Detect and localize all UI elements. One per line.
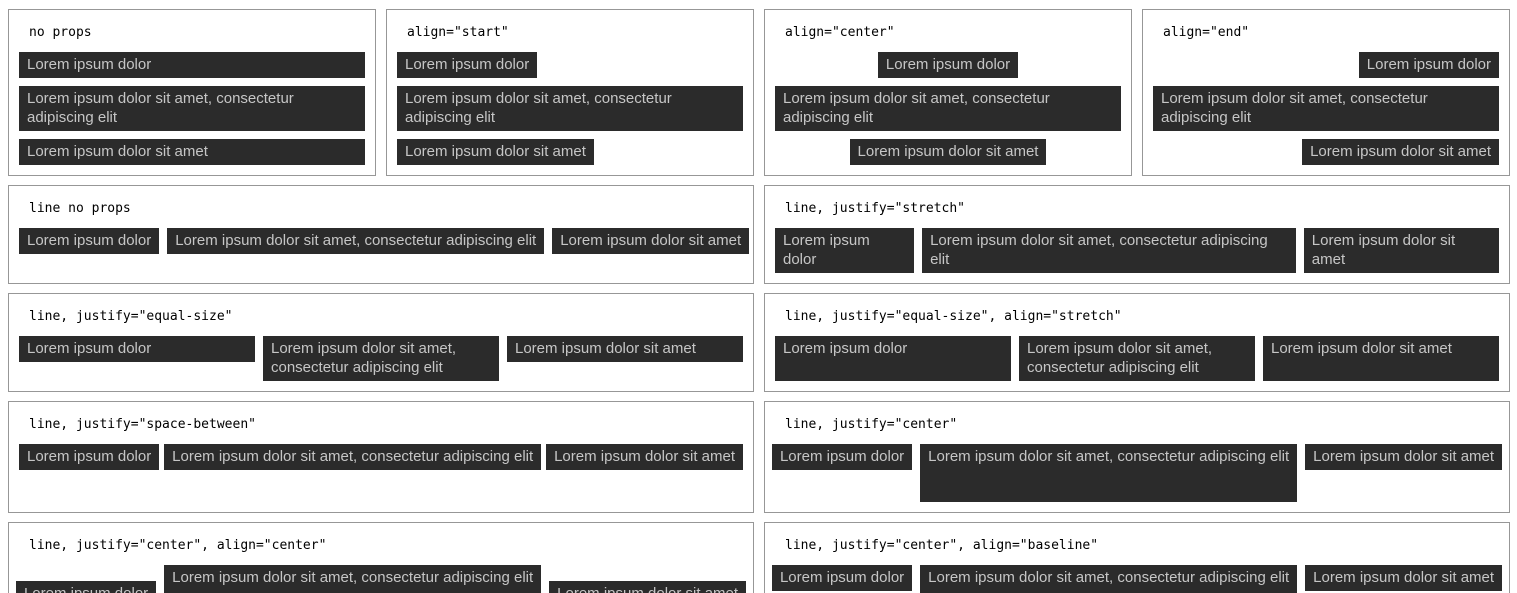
lorem-bar-short: Lorem ipsum dolor bbox=[877, 52, 1019, 78]
lorem-bar-medium: Lorem ipsum dolor sit amet bbox=[1263, 336, 1499, 381]
panel-title: line, justify="center", align="baseline" bbox=[785, 538, 1099, 553]
lorem-bar-short: Lorem ipsum dolor bbox=[771, 444, 913, 470]
stack-container: Lorem ipsum dolor Lorem ipsum dolor sit … bbox=[397, 52, 743, 165]
lorem-bar-long: Lorem ipsum dolor sit amet, consectetur … bbox=[775, 86, 1121, 131]
line-container: Lorem ipsum dolor Lorem ipsum dolor sit … bbox=[771, 444, 1503, 502]
lorem-bar-long: Lorem ipsum dolor sit amet, consectetur … bbox=[920, 565, 1298, 593]
line-container: Lorem ipsum dolor Lorem ipsum dolor sit … bbox=[775, 228, 1500, 273]
lorem-bar-long: Lorem ipsum dolor sit amet, consectetur … bbox=[164, 444, 542, 470]
panel-stack-align-center: align="center" Lorem ipsum dolor Lorem i… bbox=[764, 9, 1132, 176]
panel-stack-align-start: align="start" Lorem ipsum dolor Lorem ip… bbox=[386, 9, 754, 176]
lorem-bar-medium: Lorem ipsum dolor sit amet bbox=[1302, 139, 1499, 165]
lorem-bar-medium: Lorem ipsum dolor sit amet bbox=[552, 228, 750, 254]
lorem-bar-long: Lorem ipsum dolor sit amet, consectetur … bbox=[1019, 336, 1255, 381]
lorem-bar-long: Lorem ipsum dolor sit amet, consectetur … bbox=[263, 336, 499, 381]
panel-line-justify-stretch: line, justify="stretch" Lorem ipsum dolo… bbox=[764, 185, 1510, 284]
lorem-bar-medium: Lorem ipsum dolor sit amet bbox=[1305, 565, 1503, 591]
lorem-bar-medium: Lorem ipsum dolor sit amet bbox=[546, 444, 743, 470]
panel-title: line, justify="stretch" bbox=[785, 201, 966, 216]
panel-line-justify-equal-size: line, justify="equal-size" Lorem ipsum d… bbox=[8, 293, 754, 392]
panel-line-no-props: line no props Lorem ipsum dolor Lorem ip… bbox=[8, 185, 754, 284]
line-container: Lorem ipsum dolor Lorem ipsum dolor sit … bbox=[19, 444, 743, 470]
panel-line-justify-space-between: line, justify="space-between" Lorem ipsu… bbox=[8, 401, 754, 513]
lorem-bar-medium: Lorem ipsum dolor sit amet bbox=[507, 336, 743, 362]
line-container: Lorem ipsum dolor Lorem ipsum dolor sit … bbox=[775, 336, 1499, 381]
lorem-bar-long: Lorem ipsum dolor sit amet, consectetur … bbox=[19, 86, 365, 131]
line-demos-row-3: line, justify="space-between" Lorem ipsu… bbox=[8, 401, 1510, 513]
panel-title: line, justify="space-between" bbox=[29, 417, 256, 432]
panel-title: align="center" bbox=[785, 25, 895, 40]
lorem-bar-long: Lorem ipsum dolor sit amet, consectetur … bbox=[164, 565, 542, 593]
line-container: Lorem ipsum dolor Lorem ipsum dolor sit … bbox=[771, 565, 1503, 593]
panel-line-justify-center: line, justify="center" Lorem ipsum dolor… bbox=[764, 401, 1510, 513]
lorem-bar-medium: Lorem ipsum dolor sit amet bbox=[549, 581, 747, 593]
lorem-bar-long: Lorem ipsum dolor sit amet, consectetur … bbox=[922, 228, 1296, 273]
lorem-bar-long: Lorem ipsum dolor sit amet, consectetur … bbox=[167, 228, 545, 254]
stack-container: Lorem ipsum dolor Lorem ipsum dolor sit … bbox=[19, 52, 365, 165]
stack-container: Lorem ipsum dolor Lorem ipsum dolor sit … bbox=[1153, 52, 1499, 165]
line-demos-row-2: line, justify="equal-size" Lorem ipsum d… bbox=[8, 293, 1510, 392]
panel-stack-align-end: align="end" Lorem ipsum dolor Lorem ipsu… bbox=[1142, 9, 1510, 176]
lorem-bar-short: Lorem ipsum dolor bbox=[19, 52, 365, 78]
line-container: Lorem ipsum dolor Lorem ipsum dolor sit … bbox=[15, 565, 747, 593]
stack-container: Lorem ipsum dolor Lorem ipsum dolor sit … bbox=[775, 52, 1121, 165]
panel-stack-no-props: no props Lorem ipsum dolor Lorem ipsum d… bbox=[8, 9, 376, 176]
lorem-bar-short: Lorem ipsum dolor bbox=[19, 444, 160, 470]
panel-line-justify-center-align-center: line, justify="center", align="center" L… bbox=[8, 522, 754, 593]
panel-title: line, justify="equal-size", align="stret… bbox=[785, 309, 1122, 324]
panel-title: align="start" bbox=[407, 25, 509, 40]
lorem-bar-short: Lorem ipsum dolor bbox=[19, 228, 160, 254]
line-container: Lorem ipsum dolor Lorem ipsum dolor sit … bbox=[19, 228, 750, 254]
stack-demos-row: no props Lorem ipsum dolor Lorem ipsum d… bbox=[8, 9, 1510, 176]
panel-title: line, justify="equal-size" bbox=[29, 309, 233, 324]
panel-title: line no props bbox=[29, 201, 131, 216]
panel-title: line, justify="center" bbox=[785, 417, 958, 432]
lorem-bar-medium: Lorem ipsum dolor sit amet bbox=[849, 139, 1047, 165]
lorem-bar-medium: Lorem ipsum dolor sit amet bbox=[397, 139, 594, 165]
panel-line-justify-center-align-baseline: line, justify="center", align="baseline"… bbox=[764, 522, 1510, 593]
lorem-bar-long: Lorem ipsum dolor sit amet, consectetur … bbox=[920, 444, 1298, 502]
lorem-bar-short: Lorem ipsum dolor bbox=[15, 581, 157, 593]
lorem-bar-short: Lorem ipsum dolor bbox=[19, 336, 255, 362]
lorem-bar-long: Lorem ipsum dolor sit amet, consectetur … bbox=[397, 86, 743, 131]
panel-title: line, justify="center", align="center" bbox=[29, 538, 327, 553]
line-demos-row-1: line no props Lorem ipsum dolor Lorem ip… bbox=[8, 185, 1510, 284]
line-container: Lorem ipsum dolor Lorem ipsum dolor sit … bbox=[19, 336, 743, 381]
line-demos-row-4: line, justify="center", align="center" L… bbox=[8, 522, 1510, 593]
lorem-bar-short: Lorem ipsum dolor bbox=[1358, 52, 1499, 78]
lorem-bar-short: Lorem ipsum dolor bbox=[771, 565, 913, 591]
lorem-bar-short: Lorem ipsum dolor bbox=[775, 228, 915, 273]
panel-line-justify-equal-size-align-stretch: line, justify="equal-size", align="stret… bbox=[764, 293, 1510, 392]
panel-title: align="end" bbox=[1163, 25, 1250, 40]
lorem-bar-short: Lorem ipsum dolor bbox=[775, 336, 1011, 381]
lorem-bar-medium: Lorem ipsum dolor sit amet bbox=[1303, 228, 1500, 273]
panel-title: no props bbox=[29, 25, 92, 40]
lorem-bar-long: Lorem ipsum dolor sit amet, consectetur … bbox=[1153, 86, 1499, 131]
lorem-bar-medium: Lorem ipsum dolor sit amet bbox=[19, 139, 365, 165]
lorem-bar-short: Lorem ipsum dolor bbox=[397, 52, 538, 78]
lorem-bar-medium: Lorem ipsum dolor sit amet bbox=[1305, 444, 1503, 470]
